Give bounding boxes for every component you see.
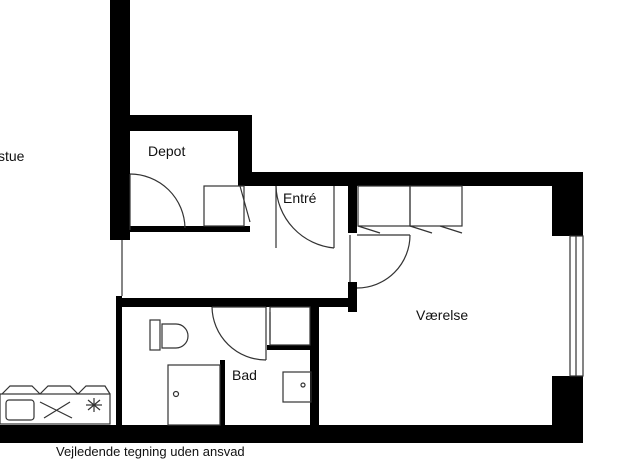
kitchen-counter: [0, 393, 111, 425]
bath-door-swing: [211, 306, 267, 361]
disclaimer-text: Vejledende tegning uden ansvad: [56, 444, 245, 459]
wall-entre-bedroom-low: [348, 282, 357, 312]
kitchen-cabinet-2: [39, 385, 79, 395]
wall-depot-top: [110, 115, 252, 131]
wardrobe-door-1: [357, 225, 381, 234]
room-label-stue: stue: [0, 148, 25, 164]
wardrobe-right: [409, 185, 463, 227]
wall-depot-bottom: [122, 226, 250, 232]
wardrobe-left: [357, 185, 411, 227]
wall-bedroom-top: [335, 172, 583, 186]
depot-shelf-diag: [239, 185, 251, 223]
wall-depot-right: [238, 115, 252, 185]
wall-bath-left: [116, 296, 122, 430]
toilet-tank: [149, 319, 161, 351]
bedroom-door-swing: [356, 234, 411, 289]
wall-bath-top: [118, 298, 356, 307]
room-label-entre: Entré: [283, 190, 317, 206]
kitchen-cabinet-1: [1, 385, 41, 395]
toilet-bowl: [161, 323, 189, 349]
wall-bath-right: [310, 300, 319, 430]
room-label-vaerelse: Værelse: [416, 307, 468, 323]
room-label-bad: Bad: [232, 367, 257, 383]
wall-entre-top: [238, 172, 358, 186]
room-label-depot: Depot: [148, 143, 185, 159]
kitchen-sink: [5, 399, 35, 421]
depot-door-swing: [129, 173, 186, 229]
wall-bath-shower: [267, 345, 317, 350]
bath-closet: [269, 306, 311, 346]
depot-shelf: [203, 185, 245, 227]
wall-bottom: [0, 425, 583, 443]
kitchen-hob-2: [43, 401, 71, 419]
wall-bath-inner: [220, 360, 225, 426]
fixtures: [0, 173, 584, 426]
wardrobe-door-3: [439, 225, 463, 234]
shower-drain: [172, 390, 180, 398]
sink-tap: [300, 382, 306, 388]
entre-door-swing: [275, 185, 335, 249]
wall-bedroom-right-upper: [552, 172, 583, 236]
wall-entre-bedroom: [348, 178, 357, 233]
shower-tray: [167, 364, 221, 426]
kitchen-cabinet-3: [77, 385, 111, 395]
sink-counter: [282, 371, 312, 403]
wardrobe-door-2: [409, 225, 433, 234]
walls: [0, 0, 583, 443]
